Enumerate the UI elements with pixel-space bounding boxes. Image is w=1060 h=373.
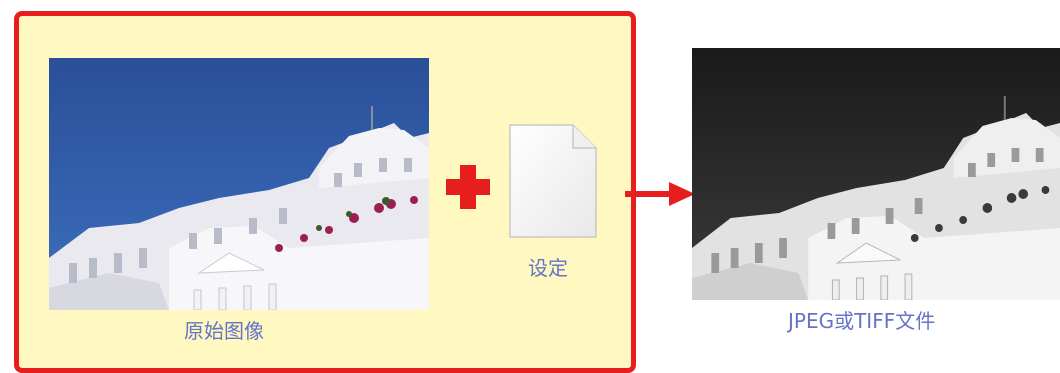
document-icon (509, 124, 597, 238)
settings-caption: 设定 (528, 256, 568, 280)
output-image (692, 48, 1060, 300)
plus-icon (446, 165, 490, 209)
output-image-caption: JPEG或TIFF文件 (788, 309, 936, 333)
arrow-right-icon (625, 182, 695, 206)
original-image-caption: 原始图像 (184, 319, 264, 343)
original-image (49, 58, 429, 310)
